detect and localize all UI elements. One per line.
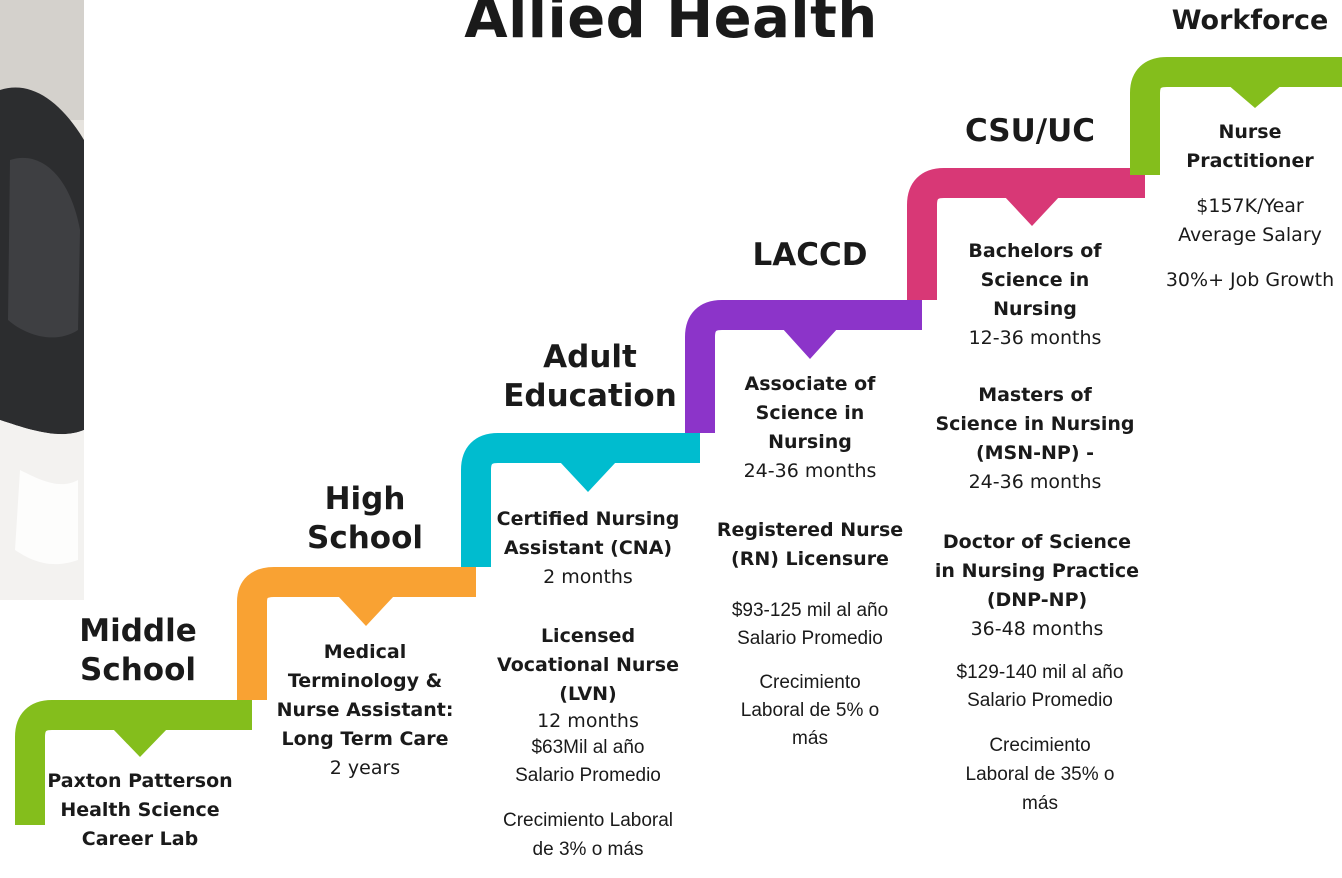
asn-name: Associate of Science in Nursing [744,373,876,453]
dnp-salary-block: $129-140 mil al año Salario Promedio Cre… [955,659,1125,818]
pointer-workforce [1227,84,1283,108]
dnp-growth: Crecimiento Laboral de 35% o más [965,735,1115,814]
dnp-salary: $129-140 mil al año [956,662,1124,683]
high-school-duration: 2 years [329,757,401,779]
lvn-salary-label: Salario Promedio [515,765,661,786]
middle-school-program: Paxton Patterson Health Science Career L… [40,767,240,854]
dnp-name: Doctor of Science in Nursing Practice (D… [934,531,1140,611]
middle-school-program-name: Paxton Patterson Health Science Career L… [47,770,233,850]
workforce-block: Nurse Practitioner $157K/Year Average Sa… [1165,118,1335,295]
stage-label-csu-uc: CSU/UC [964,113,1096,149]
bsn-duration: 12-36 months [968,327,1102,349]
step-high-school [237,567,476,700]
step-laccd [685,300,922,433]
high-school-program-name: Medical Terminology & Nurse Assistant: L… [276,641,454,750]
cna-duration: 2 months [543,566,633,588]
workforce-salary: $157K/Year [1196,195,1304,217]
dnp-block: Doctor of Science in Nursing Practice (D… [932,528,1142,644]
workforce-role: Nurse Practitioner [1186,121,1314,172]
msn-block: Masters of Science in Nursing (MSN-NP) -… [935,381,1135,497]
workforce-growth: 30%+ Job Growth [1165,269,1335,291]
stage-label-high-school: High School [307,481,423,556]
msn-name: Masters of Science in Nursing (MSN-NP) - [935,384,1135,464]
lvn-salary: $63Mil al año [531,737,645,758]
step-middle-school [15,700,252,825]
asn-block: Associate of Science in Nursing 24-36 mo… [720,370,900,486]
cna-block: Certified Nursing Assistant (CNA) 2 mont… [488,505,688,592]
rn-salary-label: Salario Promedio [737,628,883,649]
pointer-high-school [338,596,394,626]
dnp-duration: 36-48 months [970,618,1104,640]
page-title: Allied Health [464,0,878,51]
pointer-middle-school [112,728,168,757]
rn-salary: $93-125 mil al año [731,600,889,621]
msn-duration: 24-36 months [968,471,1102,493]
pointer-adult-education [560,462,616,492]
lvn-growth: Crecimiento Laboral de 3% o más [502,810,674,860]
lvn-duration: 12 months [537,710,639,732]
rn-growth: Crecimiento Laboral de 5% o más [740,672,880,749]
nurse-photo [0,0,84,600]
stage-label-laccd: LACCD [752,237,868,273]
lvn-block: Licensed Vocational Nurse (LVN) 12 month… [490,622,686,864]
stage-label-workforce: Workforce [1171,5,1329,36]
lvn-name: Licensed Vocational Nurse (LVN) [497,625,679,705]
rn-block: Registered Nurse (RN) Licensure [712,516,908,574]
pointer-csu-uc [1004,196,1060,226]
bsn-name: Bachelors of Science in Nursing [968,240,1102,320]
bsn-block: Bachelors of Science in Nursing 12-36 mo… [955,237,1115,353]
cna-name: Certified Nursing Assistant (CNA) [496,508,680,559]
stage-label-adult-education: Adult Education [503,339,677,414]
rn-salary-block: $93-125 mil al año Salario Promedio Crec… [730,597,890,753]
workforce-salary-label: Average Salary [1178,224,1322,246]
dnp-salary-label: Salario Promedio [967,690,1113,711]
high-school-program: Medical Terminology & Nurse Assistant: L… [275,638,455,783]
step-adult-education [461,433,700,567]
pointer-laccd [782,328,838,359]
asn-duration: 24-36 months [743,460,877,482]
stage-label-middle-school: Middle School [79,613,197,688]
rn-name: Registered Nurse (RN) Licensure [716,519,904,570]
step-csu-uc [907,168,1145,300]
step-workforce [1130,57,1342,175]
